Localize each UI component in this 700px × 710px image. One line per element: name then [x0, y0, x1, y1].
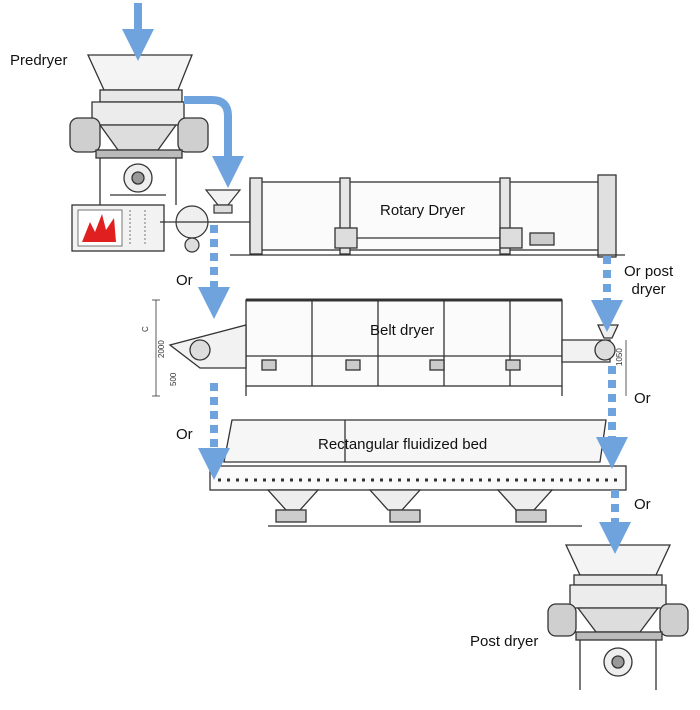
- feed-hopper: [160, 189, 252, 253]
- label-or-3: Or: [176, 426, 193, 443]
- label-belt-dryer: Belt dryer: [370, 322, 435, 339]
- label-or-4: Or: [634, 496, 651, 513]
- flow-arrows: [122, 3, 631, 554]
- label-or-post-dryer-line2: dryer: [631, 281, 666, 298]
- furnace: [71, 204, 165, 252]
- solid-down-arrow: [184, 96, 244, 188]
- label-or-post-dryer: Or post dryer: [624, 263, 673, 299]
- label-post-dryer: Post dryer: [470, 633, 539, 650]
- fluidized-bed-machine: [209, 419, 627, 527]
- flame-icon: [82, 214, 116, 242]
- dim-500: 500: [169, 372, 178, 386]
- dim-1050: 1050: [615, 348, 624, 366]
- label-or-1: Or: [176, 272, 193, 289]
- dim-c: C: [141, 326, 150, 332]
- label-or-post-dryer-line1: Or post: [624, 263, 674, 280]
- dim-2000: 2000: [157, 340, 166, 358]
- belt-dryer-machine: [152, 298, 627, 397]
- label-or-2: Or: [634, 390, 651, 407]
- predryer-machine: [69, 54, 209, 205]
- label-predryer: Predryer: [10, 52, 68, 69]
- post-dryer-machine: [547, 544, 689, 690]
- label-rotary-dryer: Rotary Dryer: [380, 202, 466, 219]
- rotary-dryer-machine: [230, 174, 625, 258]
- label-rectangular-fluidized-bed: Rectangular fluidized bed: [318, 436, 488, 453]
